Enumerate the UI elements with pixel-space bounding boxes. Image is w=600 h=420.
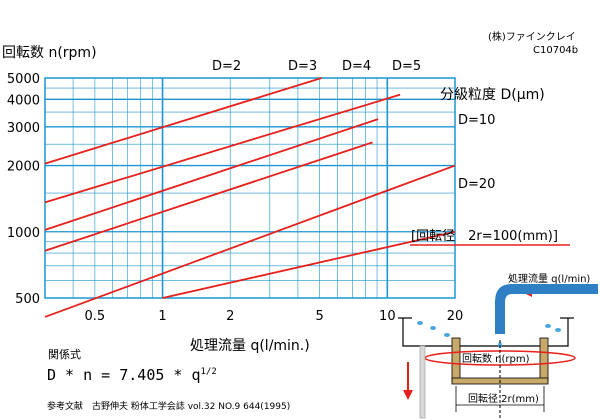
series-line-d3 [44,93,401,204]
series-lines [44,77,456,318]
series-line-d2 [44,77,322,165]
y-axis-title: 回転数 n(rpm) [2,45,97,61]
droplet [555,328,561,332]
series-line-d5 [44,141,373,252]
droplet [430,326,436,330]
series-label-d5: D=5 [392,59,421,74]
x-tick-label: 2 [226,309,234,324]
speed-label: 回転数 n(rpm) [462,352,530,365]
droplet [444,333,450,337]
reference-text: 参考文献 古野伸夫 粉体工学会誌 vol.32 NO.9 644(1995) [47,400,290,412]
series-label-d10: D=10 [458,113,495,128]
legend-title: 分級粒度 D(μm) [440,87,545,103]
flow-label: 処理流量 q(l/min) [508,272,590,285]
feed-pipe [495,284,598,334]
bowl-diagram: 処理流量 q(l/min) 回転数 n(rpm) 回転径 2r(mm) [398,272,598,419]
x-tick-label: 20 [447,309,464,324]
droplet [545,324,551,328]
drain-pipe [419,345,426,419]
formula-heading: 関係式 [48,348,81,361]
x-tick-label: 5 [316,309,324,324]
x-tick-labels: 0.5 1 2 5 10 20 [85,309,464,324]
formula-text: D * n = 7.405 * q1/2 [47,366,217,384]
condition-label: [回転径 2r=100(mm)] [411,229,558,244]
y-tick-label: 5000 [7,72,40,87]
bowl-left-wall [451,337,461,383]
series-labels: D=2 D=3 D=4 D=5D=10D=20 [212,59,495,192]
series-line-d10 [44,164,456,318]
x-axis-title: 処理流量 q(l/min.) [190,338,310,354]
company-name: (株)ファインクレイ [488,30,576,43]
x-tick-label: 10 [379,309,396,324]
bowl-right-wall [539,337,549,383]
x-tick-label: 1 [158,309,166,324]
y-tick-labels: 500 1000 2000 3000 4000 5000 [7,72,40,307]
series-label-d4: D=4 [342,59,371,74]
y-tick-label: 4000 [7,93,40,108]
y-tick-label: 500 [15,292,40,307]
plot-frame [44,77,456,299]
y-tick-label: 1000 [7,226,40,241]
series-label-d3: D=3 [288,59,317,74]
droplet [417,321,423,325]
drain-arrow-head [403,390,413,400]
x-tick-label: 0.5 [85,309,106,324]
y-tick-label: 3000 [7,121,40,136]
series-line-d4 [44,118,379,231]
diameter-label: 回転径 2r(mm) [468,392,539,405]
series-label-d20: D=20 [458,177,495,192]
outer-tray [402,318,569,347]
document-code: C10704b [533,45,578,56]
y-tick-label: 2000 [7,160,40,175]
formula-exponent: 1/2 [201,367,217,377]
series-line-d20 [162,230,456,299]
series-label-d2: D=2 [212,59,241,74]
formula-body: D * n = 7.405 * q [47,366,201,384]
